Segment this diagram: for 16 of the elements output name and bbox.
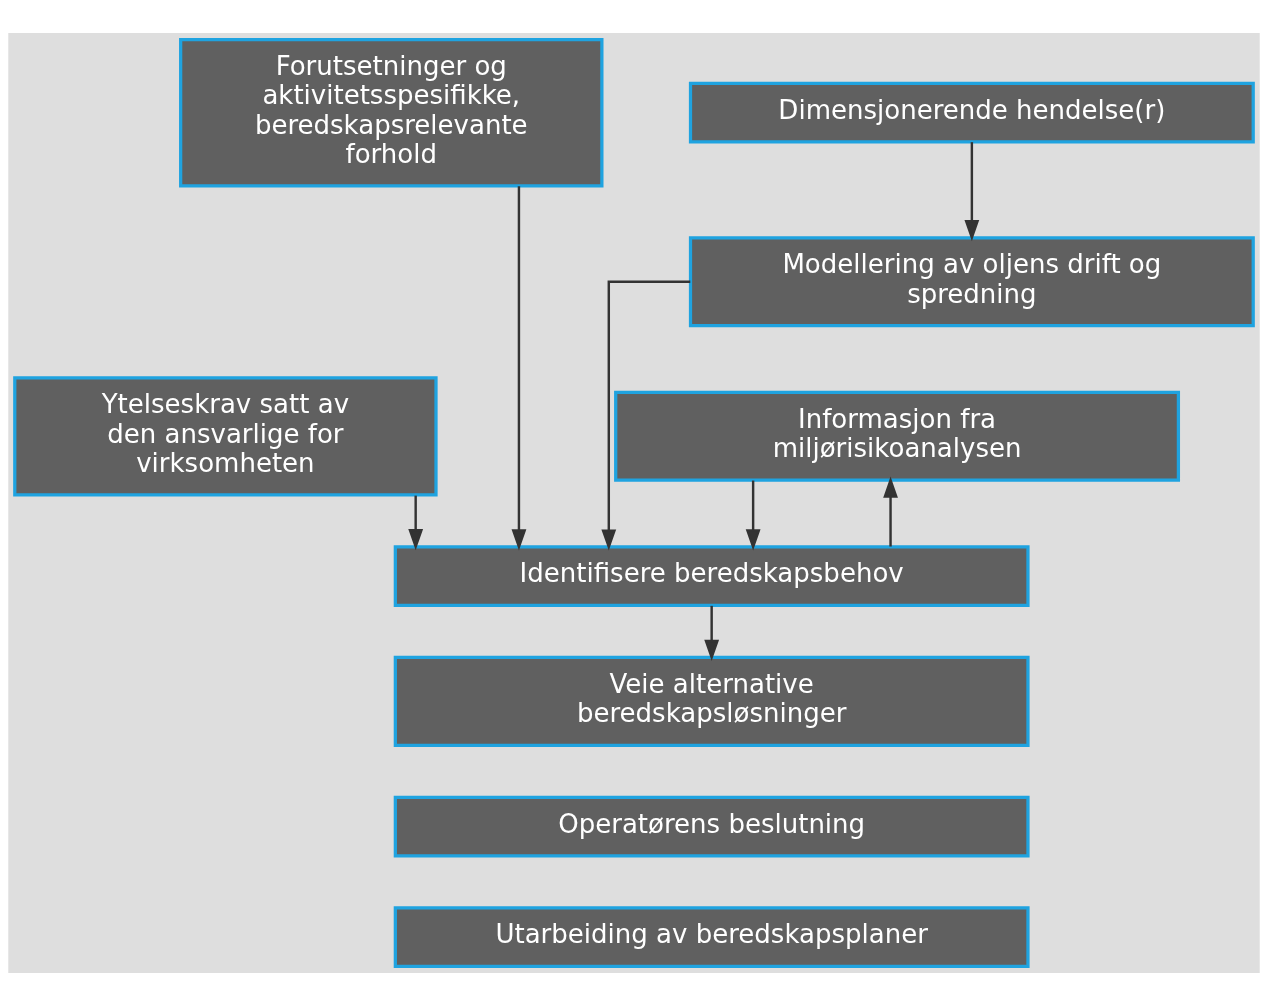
node-box: Ytelseskrav satt av den ansvarlige for virksomheten xyxy=(13,376,438,497)
arrow xyxy=(745,480,761,551)
node-box: Modellering av oljens drift og spredning xyxy=(688,236,1255,328)
node-box: Veie alternative beredskapsløsninger xyxy=(393,655,1030,747)
node-box: Forutsetninger og aktivitetsspesifikke, beredskapsrelevante forhold xyxy=(179,37,604,188)
node-box: Dimensjonerende hendelse(r) xyxy=(688,81,1255,144)
arrow xyxy=(601,280,691,551)
node-box: Utarbeiding av beredskapsplaner xyxy=(393,906,1030,969)
node-box: Operatørens beslutning xyxy=(393,795,1030,858)
node-box: Informasjon fra miljørisikoanalysen xyxy=(614,390,1181,482)
arrow xyxy=(964,142,980,242)
arrow xyxy=(408,495,424,551)
arrow xyxy=(883,476,898,547)
arrow xyxy=(704,605,720,661)
arrow xyxy=(511,186,527,551)
node-box: Identifisere beredskapsbehov xyxy=(393,545,1030,608)
